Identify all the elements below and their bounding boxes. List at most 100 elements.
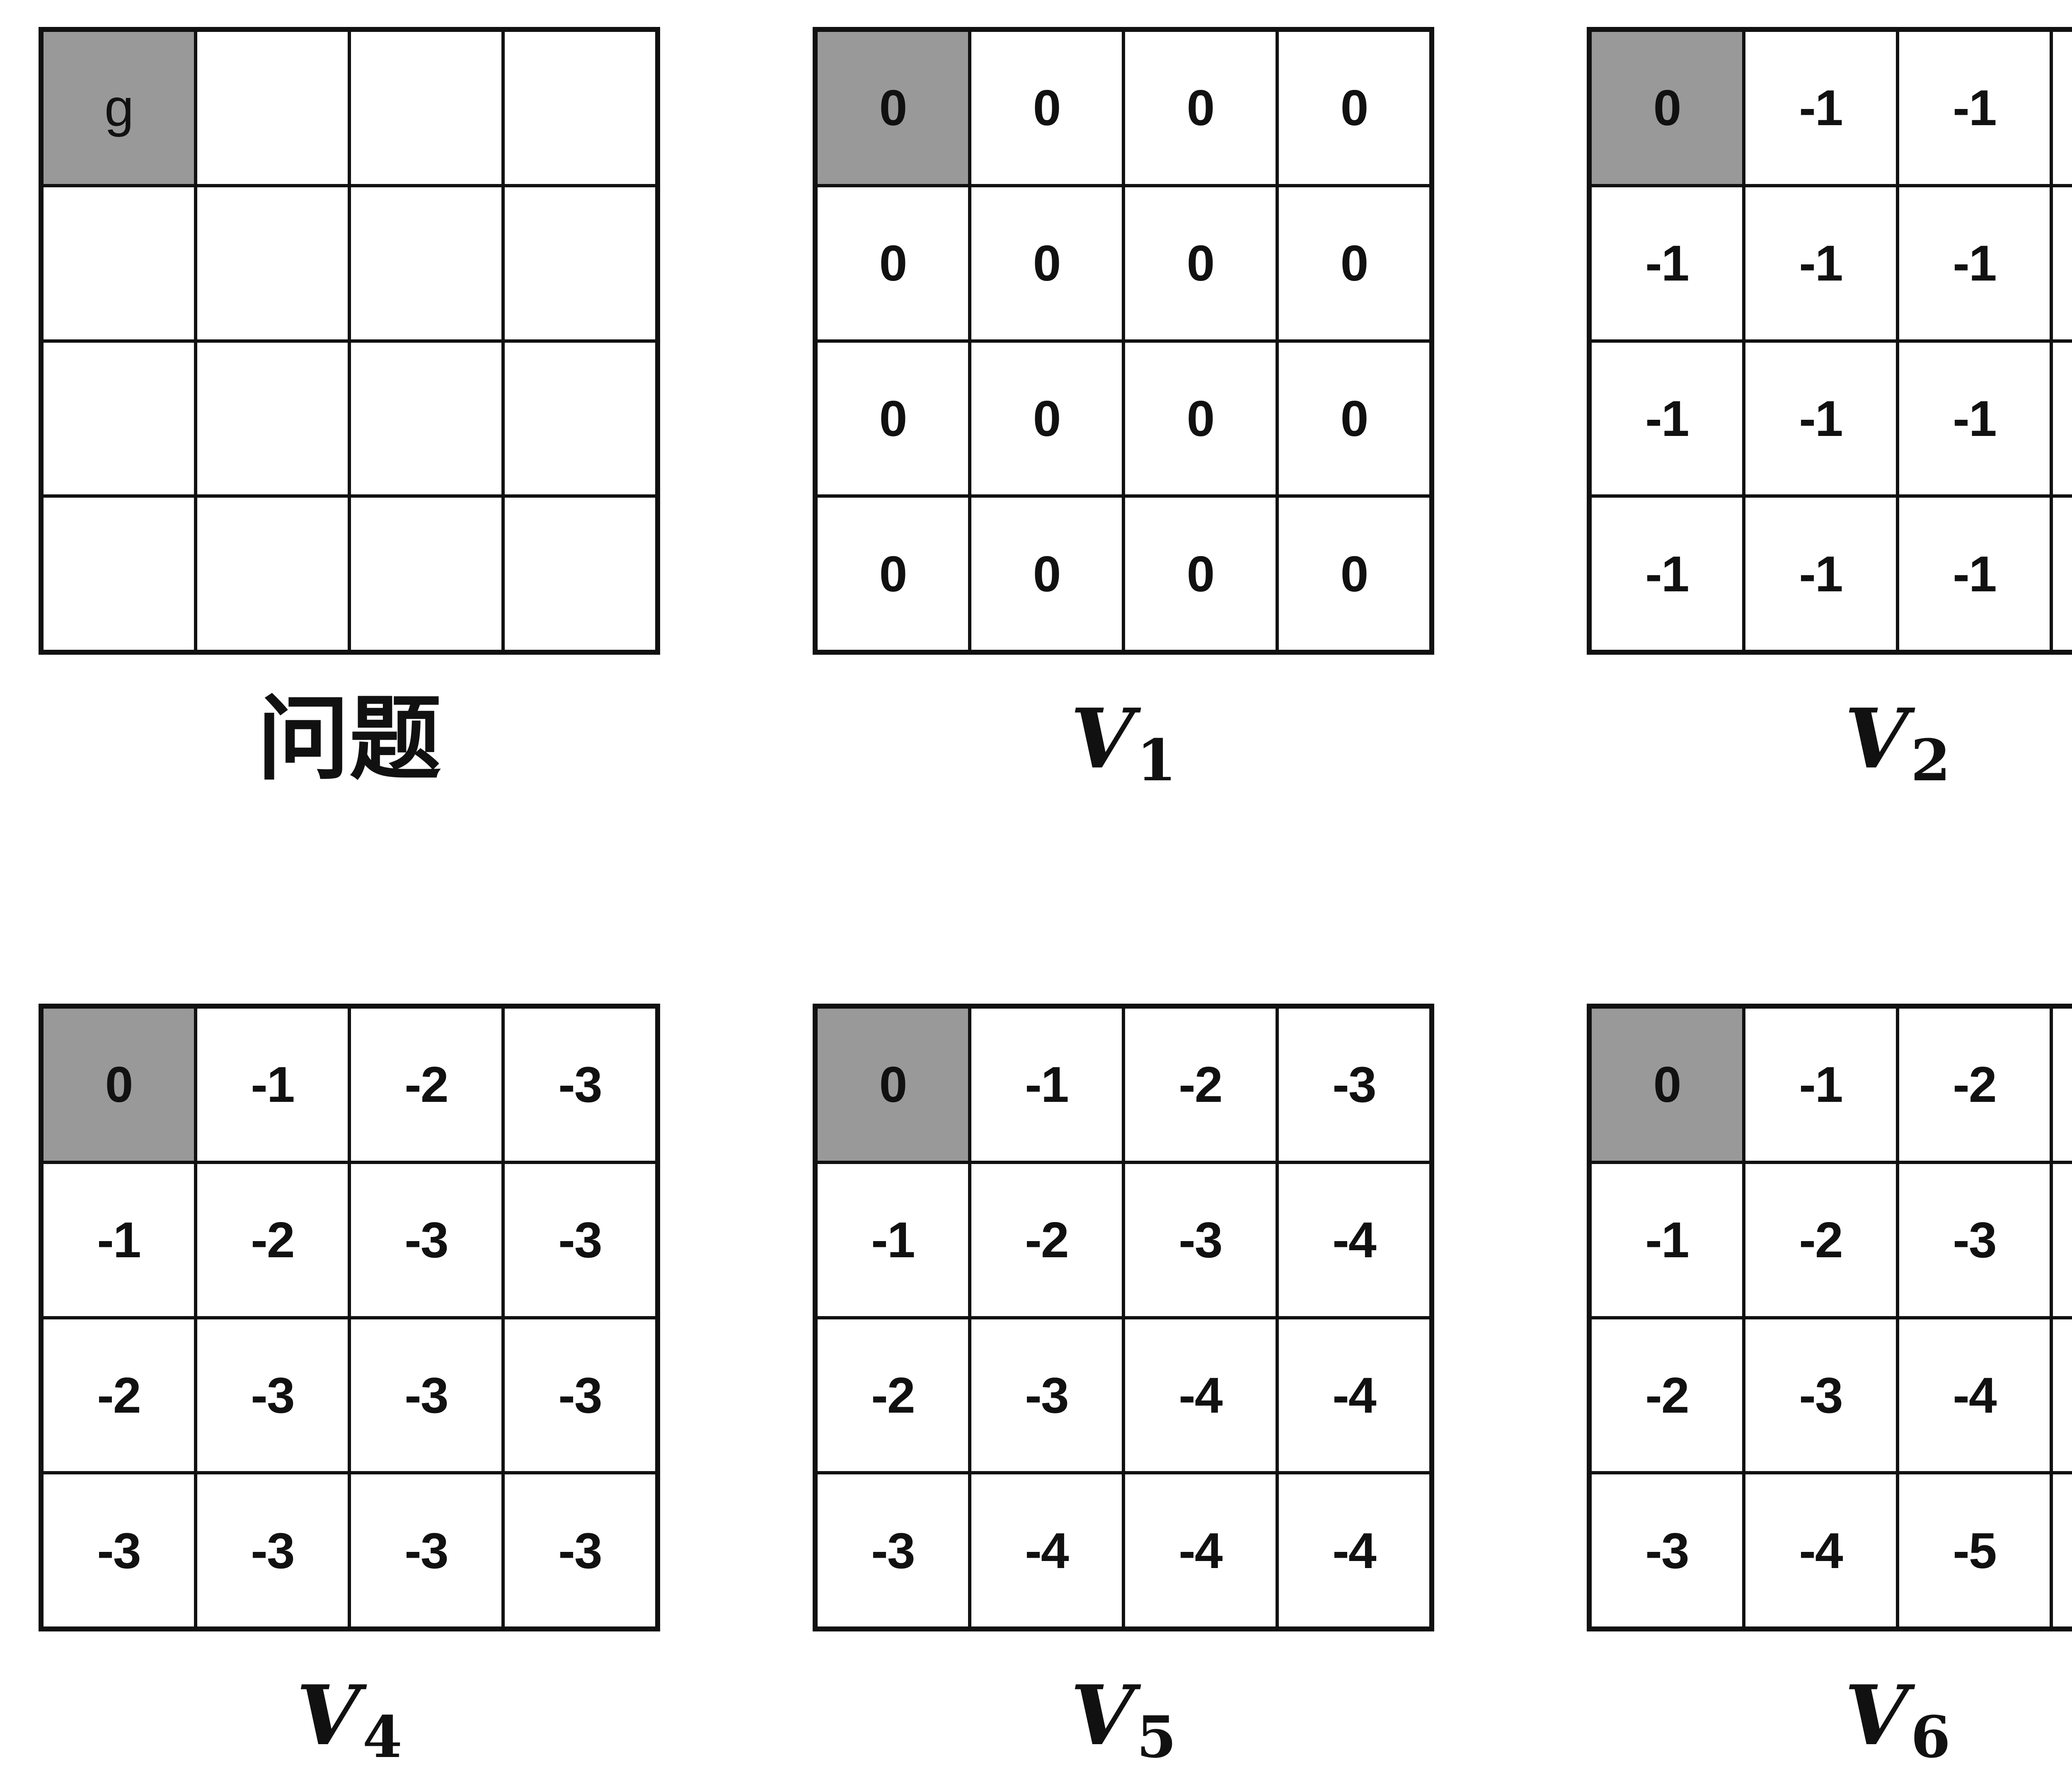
- grid-cell: [503, 341, 657, 496]
- grid-cell: -4: [1277, 1317, 1431, 1473]
- grid-cell: -1: [1744, 341, 1898, 496]
- grid-cell: 0: [816, 496, 970, 651]
- caption-v1-symbol: V: [1070, 690, 1134, 787]
- grid-cell: -4: [970, 1473, 1123, 1628]
- grid-cell: -1: [1590, 341, 1744, 496]
- grid-cell: -1: [1590, 185, 1744, 341]
- caption-v4-symbol: V: [296, 1667, 360, 1764]
- grid-cell: -2: [1123, 1007, 1277, 1162]
- grid-cell: -3: [1277, 1007, 1431, 1162]
- grid-cell: [349, 496, 503, 651]
- grid-cell: -2: [196, 1162, 349, 1318]
- grid-cell: -1: [2051, 341, 2072, 496]
- grid-cell: -1: [1898, 185, 2051, 341]
- grid-cell: -4: [1123, 1317, 1277, 1473]
- goal-cell: 0: [1590, 1007, 1744, 1162]
- goal-cell: 0: [816, 1007, 970, 1162]
- grid-cell: -5: [2051, 1317, 2072, 1473]
- grid-cell: -4: [1277, 1473, 1431, 1628]
- grid-cell: -2: [1898, 1007, 2051, 1162]
- grid-cell: [196, 341, 349, 496]
- grid-cell: -1: [2051, 496, 2072, 651]
- goal-cell: g: [42, 30, 196, 186]
- grid-cell: -5: [2051, 1473, 2072, 1628]
- grid-cell: -3: [349, 1473, 503, 1628]
- grid-cell: -3: [196, 1473, 349, 1628]
- grid-cell: [503, 30, 657, 186]
- grid-cell: [42, 496, 196, 651]
- grid-cell: -3: [349, 1162, 503, 1318]
- grid-cell: -1: [1744, 1007, 1898, 1162]
- grid-cell: -4: [2051, 1162, 2072, 1318]
- goal-cell: 0: [42, 1007, 196, 1162]
- grid-cell: -3: [503, 1317, 657, 1473]
- grid-cell: [42, 341, 196, 496]
- grid-cell: -4: [1123, 1473, 1277, 1628]
- grid-cell: -1: [2051, 185, 2072, 341]
- grid-cell: -4: [1744, 1473, 1898, 1628]
- grid-v6: 0-1-2-3-1-2-3-4-2-3-4-5-3-4-5-5: [1587, 1004, 2072, 1631]
- grid-cell: [349, 341, 503, 496]
- grid-cell: -3: [970, 1317, 1123, 1473]
- grid-cell: 0: [1123, 30, 1277, 186]
- grid-cell: -3: [816, 1473, 970, 1628]
- grid-cell: -1: [816, 1162, 970, 1318]
- grid-cell: -3: [349, 1317, 503, 1473]
- grid-cell: -1: [1898, 30, 2051, 186]
- grid-cell: -3: [1744, 1317, 1898, 1473]
- grid-cell: 0: [1277, 30, 1431, 186]
- grid-cell: -3: [196, 1317, 349, 1473]
- grid-cell: -3: [1123, 1162, 1277, 1318]
- grid-cell: 0: [816, 341, 970, 496]
- grid-cell: -2: [349, 1007, 503, 1162]
- caption-v2-symbol: V: [1844, 690, 1908, 787]
- grid-cell: [196, 30, 349, 186]
- grid-cell: -1: [1744, 185, 1898, 341]
- caption-problem: 问题: [257, 685, 441, 793]
- grid-cell: [503, 185, 657, 341]
- grid-cell: 0: [970, 185, 1123, 341]
- caption-v4-subscript: 4: [362, 1703, 402, 1771]
- grid-cell: -1: [1744, 496, 1898, 651]
- goal-cell: 0: [1590, 30, 1744, 186]
- grid-cell: [42, 185, 196, 341]
- grid-cell: -3: [1898, 1162, 2051, 1318]
- caption-v1-subscript: 1: [1136, 726, 1176, 794]
- panel-v6: 0-1-2-3-1-2-3-4-2-3-4-5-3-4-5-5 V6: [1587, 1004, 2072, 1766]
- grid-v5: 0-1-2-3-1-2-3-4-2-3-4-4-3-4-4-4: [813, 1004, 1434, 1631]
- grid-cell: 0: [1277, 341, 1431, 496]
- grid-cell: -5: [1898, 1473, 2051, 1628]
- grid-cell: [196, 496, 349, 651]
- grid-cell: -4: [1277, 1162, 1431, 1318]
- grid-cell: -2: [970, 1162, 1123, 1318]
- grid-cell: -3: [503, 1007, 657, 1162]
- grid-cell: [349, 185, 503, 341]
- grid-cell: -1: [2051, 30, 2072, 186]
- grid-cell: -2: [1590, 1317, 1744, 1473]
- grid-cell: -1: [1898, 496, 2051, 651]
- grid-cell: 0: [1123, 341, 1277, 496]
- grid-cell: 0: [970, 341, 1123, 496]
- grid-cell: -1: [196, 1007, 349, 1162]
- grid-v2: 0-1-1-1-1-1-1-1-1-1-1-1-1-1-1-1: [1587, 27, 2072, 655]
- grid-cell: [349, 30, 503, 186]
- grid-cell: -1: [42, 1162, 196, 1318]
- caption-v6-symbol: V: [1844, 1667, 1908, 1764]
- grid-problem: g: [39, 27, 660, 655]
- caption-v5-symbol: V: [1070, 1667, 1134, 1764]
- panel-v2: 0-1-1-1-1-1-1-1-1-1-1-1-1-1-1-1 V2: [1587, 27, 2072, 789]
- grid-cell: -3: [42, 1473, 196, 1628]
- grid-cell: 0: [1277, 185, 1431, 341]
- grid-cell: -1: [970, 1007, 1123, 1162]
- grid-cell: -2: [816, 1317, 970, 1473]
- grid-cell: -1: [1590, 496, 1744, 651]
- grid-cell: -4: [1898, 1317, 2051, 1473]
